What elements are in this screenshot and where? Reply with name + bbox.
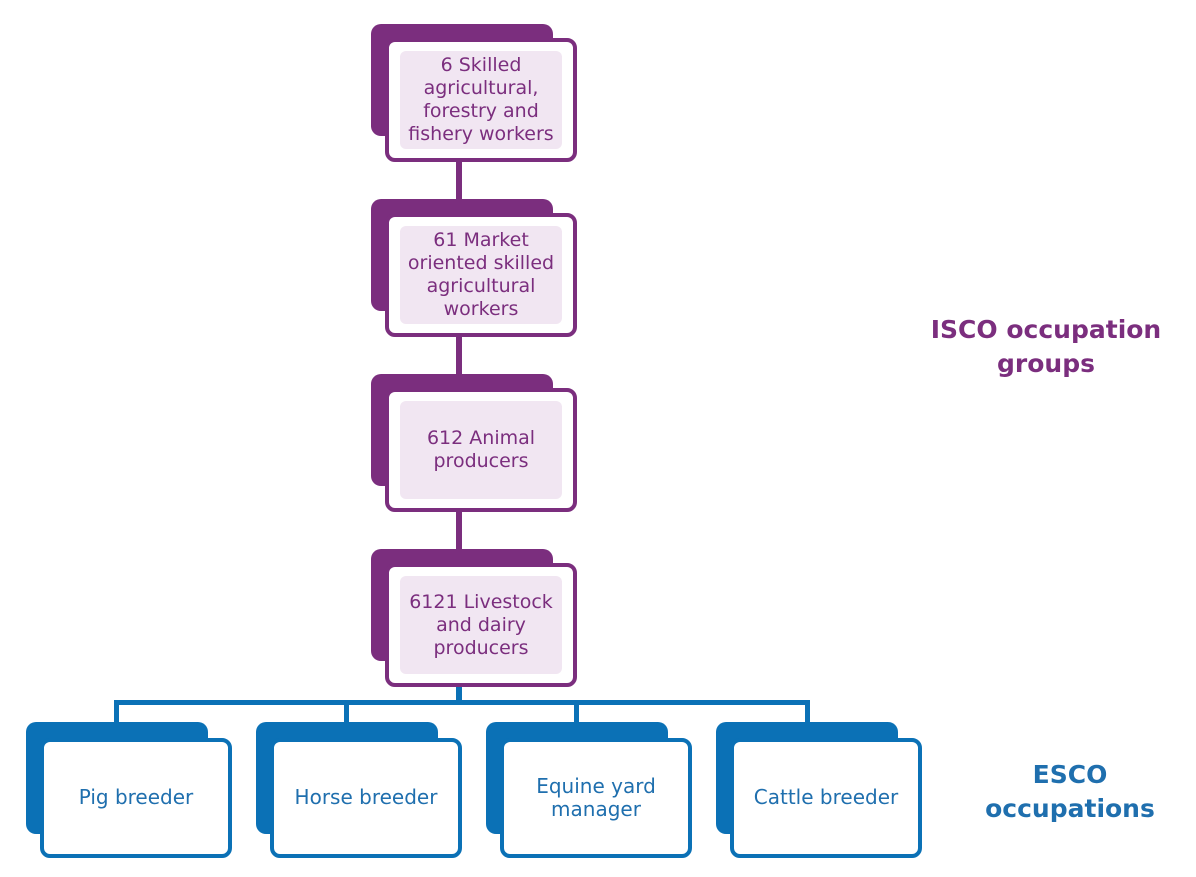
esco-node-label: Cattle breeder: [753, 785, 899, 810]
connector-isco-1-2: [456, 158, 462, 203]
esco-node-label: Equine yard manager: [536, 773, 656, 821]
isco-node-label: 6121 Livestock and dairy producers: [409, 590, 553, 659]
connector-esco-drop-4: [805, 700, 810, 722]
connector-isco-3-4: [456, 508, 462, 554]
connector-esco-bus: [114, 700, 810, 705]
isco-node-label: 612 Animal producers: [426, 427, 536, 472]
isco-node-label: 6 Skilled agricultural, forestry and fis…: [408, 54, 554, 145]
isco-node-6121: 6121 Livestock and dairy producers: [371, 549, 581, 689]
esco-node-label: Horse breeder: [294, 785, 438, 810]
esco-node-pig-breeder: Pig breeder: [26, 722, 236, 862]
isco-node-label: 61 Market oriented skilled agricultural …: [407, 229, 555, 320]
esco-node-horse-breeder: Horse breeder: [256, 722, 466, 862]
isco-node-61: 61 Market oriented skilled agricultural …: [371, 199, 581, 339]
connector-esco-drop-3: [574, 700, 579, 722]
connector-esco-trunk: [456, 684, 462, 704]
isco-groups-label: ISCO occupation groups: [930, 315, 1162, 378]
isco-node-612: 612 Animal producers: [371, 374, 581, 514]
isco-node-6: 6 Skilled agricultural, forestry and fis…: [371, 24, 581, 164]
esco-node-cattle-breeder: Cattle breeder: [716, 722, 926, 862]
connector-isco-2-3: [456, 334, 462, 378]
connector-esco-drop-1: [114, 700, 119, 722]
esco-occupations-label: ESCO occupations: [985, 760, 1155, 823]
esco-node-equine-yard-manager: Equine yard manager: [486, 722, 696, 862]
connector-esco-drop-2: [344, 700, 349, 722]
esco-node-label: Pig breeder: [78, 785, 194, 810]
